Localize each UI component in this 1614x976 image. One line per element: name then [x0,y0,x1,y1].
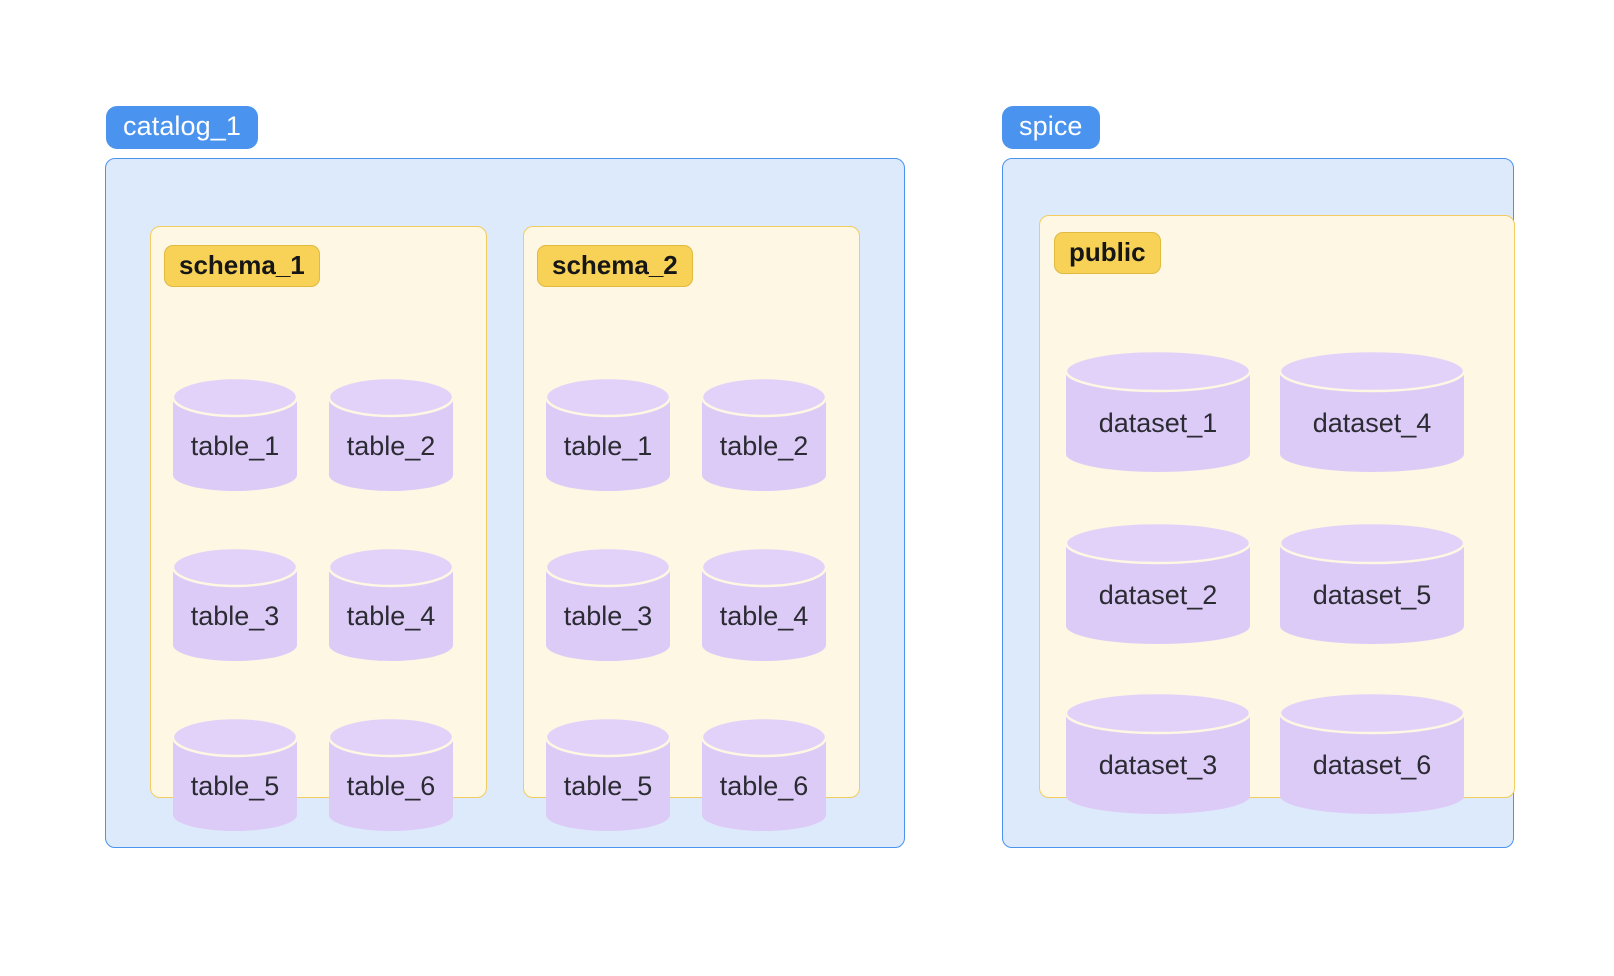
cylinder-label: table_1 [190,431,280,461]
cylinder-label: table_5 [563,771,653,801]
catalog-badge-catalog_1[interactable]: catalog_1 [106,106,258,149]
schema-panel-schema_1[interactable]: schema_1 table_1 table_2 [150,226,487,831]
cylinder-icon [1066,349,1250,472]
cylinder-icon [1280,691,1464,814]
table-cylinder[interactable]: table_1 [546,375,670,491]
cylinder-label: table_6 [719,771,809,801]
cylinder-label: table_3 [190,601,280,631]
cylinder-label: table_4 [719,601,809,631]
cylinder-icon [702,546,826,661]
table-cylinder[interactable]: table_3 [173,545,297,661]
catalog-badge-spice[interactable]: spice [1002,106,1100,149]
cylinder-label: table_3 [563,601,653,631]
cylinder-icon [173,376,297,491]
dataset-cylinder[interactable]: dataset_2 [1066,520,1250,645]
cylinder-icon [546,546,670,661]
schema-panel-public[interactable]: public dataset_1 dataset_4 [1039,215,1515,814]
cylinder-icon [173,716,297,831]
cylinder-icon [702,716,826,831]
schema-badge-schema_2[interactable]: schema_2 [537,245,693,287]
table-cylinder[interactable]: table_2 [329,375,453,491]
cylinder-label: dataset_5 [1312,580,1432,610]
cylinder-icon [702,376,826,491]
schema-badge-schema_1[interactable]: schema_1 [164,245,320,287]
cylinder-label: dataset_3 [1098,750,1218,780]
table-cylinder[interactable]: table_6 [702,715,826,831]
table-cylinder[interactable]: table_1 [173,375,297,491]
cylinder-label: dataset_6 [1312,750,1432,780]
dataset-cylinder[interactable]: dataset_3 [1066,690,1250,815]
cylinder-label: table_2 [719,431,809,461]
cylinder-label: dataset_2 [1098,580,1218,610]
dataset-cylinder[interactable]: dataset_1 [1066,348,1250,473]
table-cylinder[interactable]: table_4 [702,545,826,661]
schema-badge-public[interactable]: public [1054,232,1161,274]
cylinder-icon [1066,521,1250,644]
schema-panel-schema_2[interactable]: schema_2 table_1 table_2 [523,226,860,831]
cylinder-icon [1066,691,1250,814]
cylinder-label: dataset_1 [1098,408,1218,438]
table-cylinder[interactable]: table_5 [173,715,297,831]
cylinder-label: table_5 [190,771,280,801]
cylinder-label: table_6 [346,771,436,801]
catalog-container-spice[interactable]: public dataset_1 dataset_4 [1002,158,1515,848]
dataset-cylinder[interactable]: dataset_5 [1280,520,1464,645]
cylinder-icon [1280,349,1464,472]
table-cylinder[interactable]: table_2 [702,375,826,491]
cylinder-label: table_2 [346,431,436,461]
table-cylinder[interactable]: table_3 [546,545,670,661]
table-cylinder[interactable]: table_4 [329,545,453,661]
dataset-cylinder[interactable]: dataset_4 [1280,348,1464,473]
table-cylinder[interactable]: table_5 [546,715,670,831]
table-cylinder[interactable]: table_6 [329,715,453,831]
cylinder-icon [173,546,297,661]
cylinder-label: dataset_4 [1312,408,1432,438]
cylinder-icon [329,546,453,661]
cylinder-icon [329,376,453,491]
cylinder-label: table_1 [563,431,653,461]
cylinder-icon [546,376,670,491]
catalog-container-catalog_1[interactable]: schema_1 table_1 table_2 [105,158,905,848]
cylinder-label: table_4 [346,601,436,631]
cylinder-icon [546,716,670,831]
cylinder-icon [1280,521,1464,644]
dataset-cylinder[interactable]: dataset_6 [1280,690,1464,815]
cylinder-icon [329,716,453,831]
